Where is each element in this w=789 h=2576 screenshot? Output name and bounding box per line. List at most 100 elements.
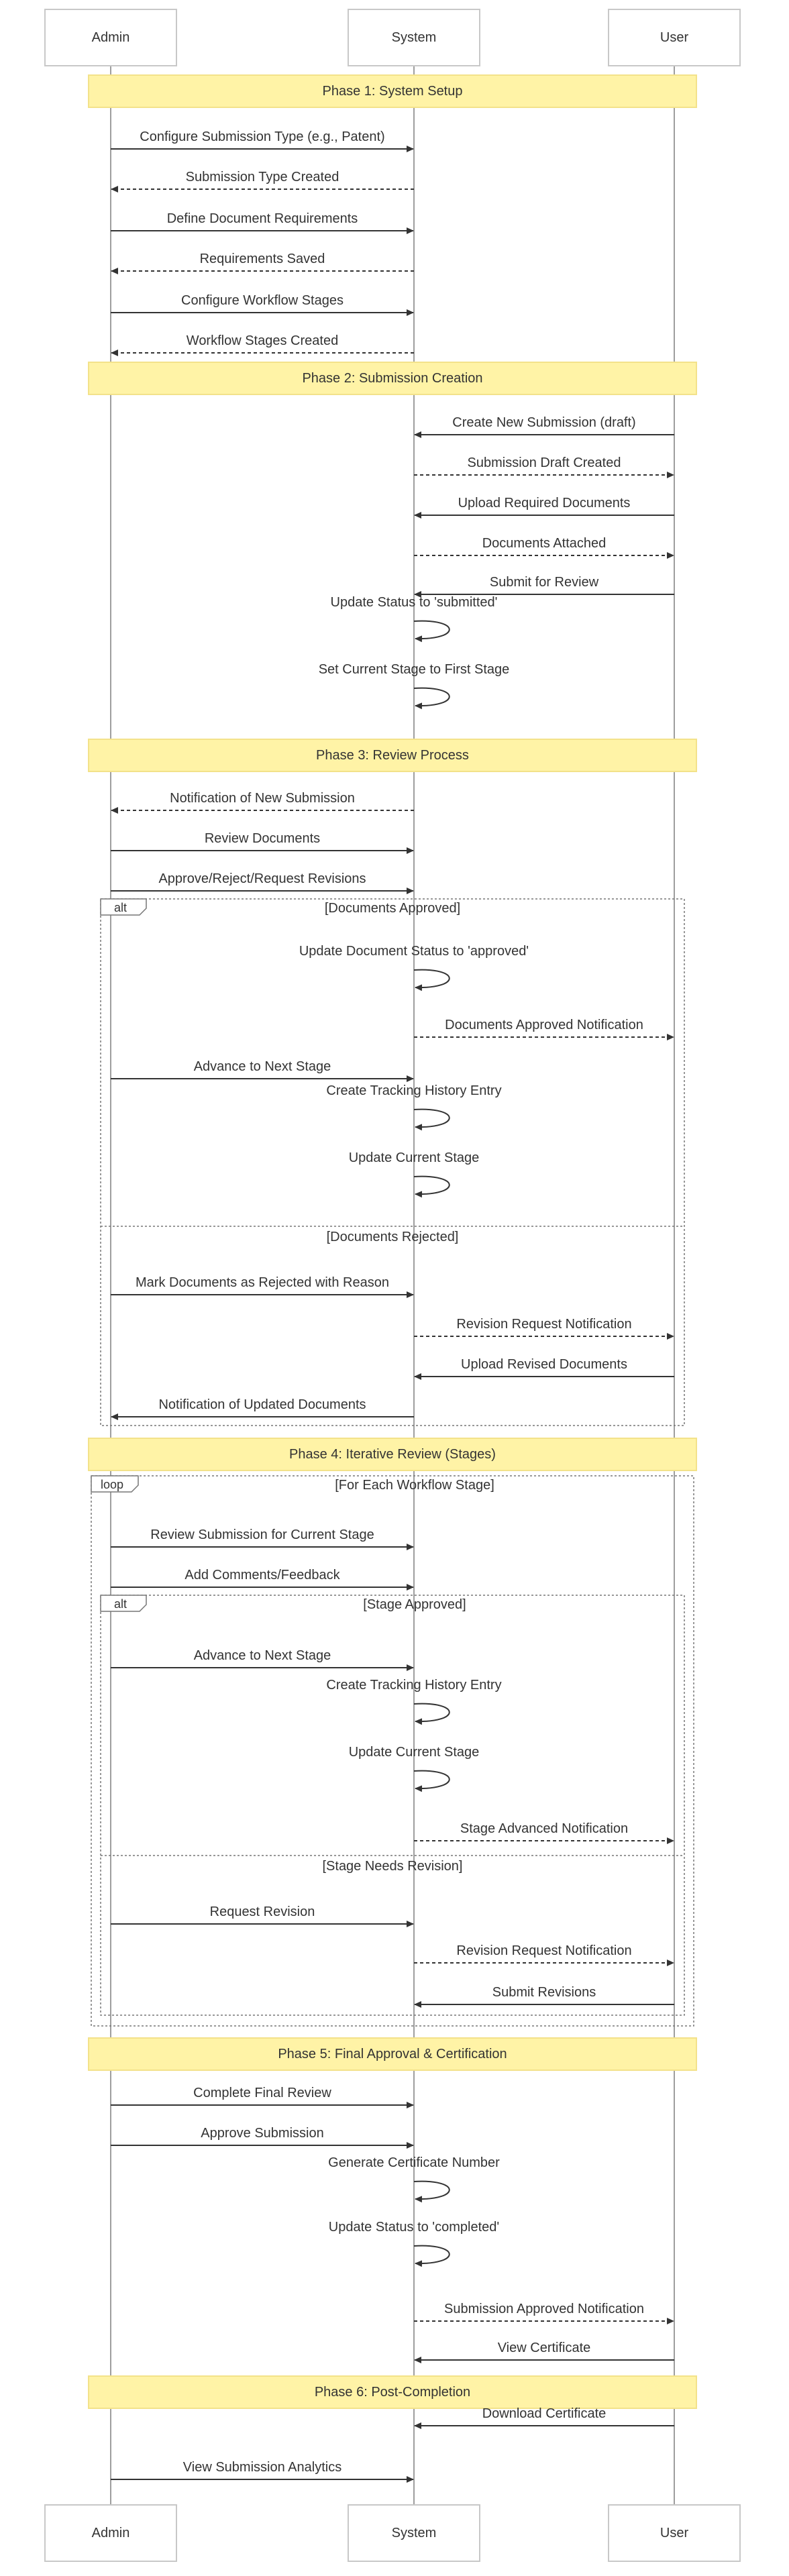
message: Review Submission for Current Stage [111,1527,414,1550]
message-label: Complete Final Review [193,2086,331,2100]
message-label: Approve Submission [201,2126,323,2141]
self-message-arrow [413,2245,450,2267]
frames-layer: alt [Documents Approved] [Documents Reje… [91,898,694,2027]
actor-label: User [660,2526,689,2540]
message: Upload Revised Documents [414,1357,674,1380]
phase-label-6: Phase 6: Post-Completion [315,2385,470,2400]
message: Documents Attached [414,536,674,559]
messages-layer: Configure Submission Type (e.g., Patent)… [111,129,674,2483]
self-message-arrow [413,1175,450,1198]
phases-layer: Phase 1: System Setup Phase 2: Submissio… [88,74,697,2409]
loop-frame-tab [91,1475,139,1493]
phase-label-3: Phase 3: Review Process [316,748,469,763]
phase-label-2: Phase 2: Submission Creation [302,371,482,386]
message: Configure Workflow Stages [111,293,414,316]
message: Create New Submission (draft) [414,415,674,438]
phase-label-5: Phase 5: Final Approval & Certification [278,2047,507,2061]
message-label: View Submission Analytics [183,2460,341,2475]
message-label: Documents Approved Notification [445,1018,643,1032]
self-message-arrow [413,1703,450,1725]
message: Submit for Review [414,575,674,598]
message-label: Review Documents [205,831,320,846]
message: Notification of Updated Documents [111,1397,414,1420]
message: Set Current Stage to First Stage [319,662,509,710]
actor-admin-bottom: Admin [44,2504,177,2562]
message: Notification of New Submission [111,791,414,814]
message: View Submission Analytics [111,2460,414,2483]
alt-frame-tab [100,898,147,916]
message: Review Documents [111,831,414,854]
actor-label: Admin [92,30,130,45]
loop-frame-keyword: loop [101,1478,123,1491]
actor-user-top: User [608,9,741,66]
message: Add Comments/Feedback [111,1568,414,1591]
message: Download Certificate [414,2406,674,2429]
message-label: View Certificate [498,2341,591,2355]
message-label: Review Submission for Current Stage [150,1527,374,1542]
message-label: Update Document Status to 'approved' [299,944,529,959]
loop-frame-condition: [For Each Workflow Stage] [335,1478,494,1493]
actor-system-bottom: System [348,2504,480,2562]
message: Revision Request Notification [414,1943,674,1966]
alt-frame-stage-border [100,1595,685,2016]
message-label: Submission Type Created [186,170,339,184]
message-label: Revision Request Notification [456,1943,631,1958]
message: Request Revision [111,1904,414,1927]
message: View Certificate [414,2341,674,2363]
message-label: Mark Documents as Rejected with Reason [136,1275,389,1290]
message-label: Configure Submission Type (e.g., Patent) [140,129,384,144]
alt-frame-border [100,898,685,1426]
phase-banner-1: Phase 1: System Setup [88,74,697,108]
message-label: Notification of New Submission [170,791,355,806]
message: Revision Request Notification [414,1317,674,1340]
message-label: Update Current Stage [349,1150,480,1165]
message: Advance to Next Stage [111,1059,414,1082]
phase-banner-3: Phase 3: Review Process [88,739,697,772]
alt-frame-documents: alt [Documents Approved] [Documents Reje… [100,898,685,1426]
message: Update Status to 'submitted' [331,595,497,643]
message: Update Current Stage [349,1745,480,1792]
phase-banner-6: Phase 6: Post-Completion [88,2375,697,2409]
message-label: Update Current Stage [349,1745,480,1760]
message-label: Submit for Review [490,575,599,590]
message: Stage Advanced Notification [414,1821,674,1844]
message-label: Approve/Reject/Request Revisions [158,871,366,886]
message-label: Update Status to 'completed' [329,2220,499,2235]
message-label: Create New Submission (draft) [452,415,635,430]
message-label: Upload Required Documents [458,496,631,511]
alt-frame-condition-stage-revision: [Stage Needs Revision] [322,1859,462,1874]
phase-banner-2: Phase 2: Submission Creation [88,362,697,395]
phase-label-4: Phase 4: Iterative Review (Stages) [289,1447,496,1462]
message-label: Documents Attached [482,536,607,551]
actor-label: System [392,30,437,45]
message: Configure Submission Type (e.g., Patent) [111,129,414,152]
message-label: Revision Request Notification [456,1317,631,1332]
message-label: Configure Workflow Stages [181,293,344,308]
actor-user-bottom: User [608,2504,741,2562]
actor-label: Admin [92,2526,130,2540]
message-label: Submission Approved Notification [444,2302,644,2316]
alt-frame-stage-keyword: alt [114,1597,127,1611]
message: Create Tracking History Entry [326,1678,502,1725]
message-label: Add Comments/Feedback [185,1568,340,1582]
alt-frame-keyword: alt [114,901,127,914]
message-label: Create Tracking History Entry [326,1678,501,1693]
message-label: Request Revision [210,1904,315,1919]
alt-frame-condition-approved: [Documents Approved] [325,901,460,916]
message-label: Define Document Requirements [167,211,358,226]
actor-admin-top: Admin [44,9,177,66]
message: Complete Final Review [111,2086,414,2108]
message-label: Advance to Next Stage [194,1648,331,1663]
message-label: Requirements Saved [200,252,325,266]
message-label: Workflow Stages Created [187,333,338,348]
message-label: Create Tracking History Entry [326,1083,501,1098]
message: Submission Approved Notification [414,2302,674,2324]
message: Documents Approved Notification [414,1018,674,1040]
self-message-arrow [413,1108,450,1131]
self-message-arrow [413,969,450,991]
loop-frame-border [91,1475,694,2027]
message: Approve/Reject/Request Revisions [111,871,414,894]
alt-frame-stage: alt [Stage Approved] [Stage Needs Revisi… [100,1595,685,2016]
phase-label-1: Phase 1: System Setup [322,84,462,99]
